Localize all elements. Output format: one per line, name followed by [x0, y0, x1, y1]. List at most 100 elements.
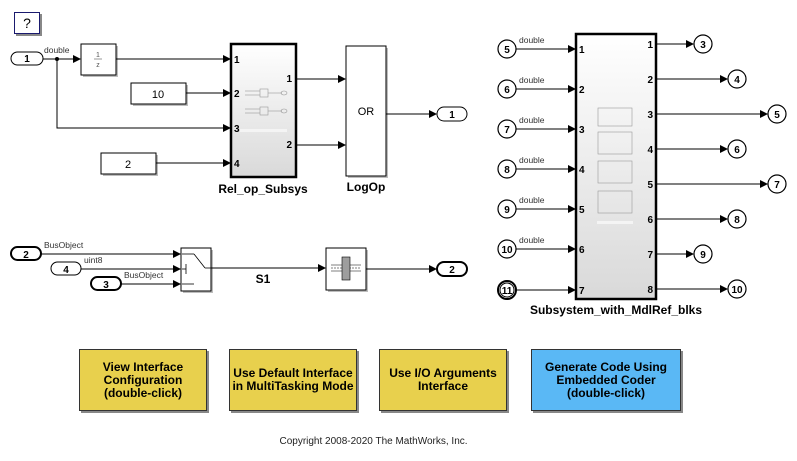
outport-label: 4 — [734, 75, 740, 86]
outport-5[interactable]: 5 — [767, 104, 787, 124]
inport-label: 5 — [504, 45, 510, 56]
outport-4[interactable]: 4 — [727, 69, 747, 89]
logop-block[interactable]: OR — [345, 45, 388, 178]
outport-label: 6 — [734, 145, 740, 156]
rel-op-in-4: 4 — [234, 159, 240, 170]
inport-label: 11 — [502, 286, 513, 297]
annotation-label: Use Default Interface in MultiTasking Mo… — [232, 366, 354, 393]
signal-label: double — [519, 35, 545, 45]
annotation-label: Use I/O Arguments Interface — [389, 366, 497, 393]
outport-label: 3 — [700, 40, 706, 51]
logop-operator: OR — [358, 106, 375, 118]
use-io-arguments-annotation[interactable]: Use I/O Arguments Interface — [379, 349, 507, 411]
signal-conversion-icon — [331, 256, 361, 281]
inport-8[interactable]: 8 — [497, 159, 517, 179]
mdlref-out-port-8: 8 — [647, 285, 653, 296]
inport-1[interactable]: 1 — [10, 51, 44, 66]
rel-op-subsys-name: Rel_op_Subsys — [218, 182, 308, 196]
outport-label: 10 — [731, 285, 743, 296]
outport-7[interactable]: 7 — [767, 174, 787, 194]
use-default-interface-annotation[interactable]: Use Default Interface in MultiTasking Mo… — [229, 349, 357, 411]
subsystem-thumbnail-icon — [245, 88, 288, 116]
annotation-label: Generate Code Using Embedded Coder (doub… — [544, 359, 668, 400]
constant-10-block[interactable]: 10 — [130, 82, 188, 106]
inport-4-label: 4 — [63, 265, 69, 276]
mdlref-in-port-4: 4 — [579, 165, 585, 176]
rel-op-out-2: 2 — [286, 140, 292, 151]
unit-delay-numerator: 1 — [96, 52, 100, 59]
mdlref-in-port-6: 6 — [579, 245, 585, 256]
signal-label-double: double — [44, 45, 70, 55]
inport-2[interactable]: 2 — [10, 246, 42, 261]
rel-op-out-1: 1 — [286, 74, 292, 85]
rel-op-in-2: 2 — [234, 89, 240, 100]
rel-op-subsys-block[interactable]: 1 2 3 4 1 2 — [229, 42, 298, 179]
inport-6[interactable]: 6 — [497, 79, 517, 99]
signal-label: double — [519, 115, 545, 125]
switch-block[interactable] — [180, 247, 213, 293]
inport-4[interactable]: 4 — [50, 261, 82, 276]
outport-3[interactable]: 3 — [693, 34, 713, 54]
unit-delay-block[interactable]: 1 z — [80, 43, 118, 77]
inport-label: 7 — [504, 125, 510, 136]
mdlref-out-port-3: 3 — [647, 110, 653, 121]
mdlref-out-port-5: 5 — [647, 180, 653, 191]
unit-delay-denominator: z — [96, 62, 100, 69]
outport-9[interactable]: 9 — [693, 244, 713, 264]
signal-label: double — [519, 235, 545, 245]
outport-1-label: 1 — [449, 110, 455, 121]
wire — [56, 59, 231, 132]
inport-label: 9 — [504, 205, 510, 216]
mdlref-out-port-6: 6 — [647, 215, 653, 226]
outport-1[interactable]: 1 — [436, 106, 468, 122]
inport-5[interactable]: 5 — [497, 39, 517, 59]
inport-label: 6 — [504, 85, 510, 96]
mdlref-out-port-4: 4 — [647, 145, 653, 156]
outport-2[interactable]: 2 — [436, 261, 468, 277]
signal-label-busobject-2: BusObject — [124, 270, 164, 280]
annotation-label: View Interface Configuration (double-cli… — [102, 359, 184, 400]
mdlref-in-port-3: 3 — [579, 125, 585, 136]
mdlref-out-port-2: 2 — [647, 75, 653, 86]
inport-3-label: 3 — [103, 280, 109, 291]
outport-10[interactable]: 10 — [727, 279, 747, 299]
view-interface-configuration-annotation[interactable]: View Interface Configuration (double-cli… — [79, 349, 207, 411]
mdlref-out-port-7: 7 — [647, 250, 653, 261]
outport-label: 8 — [734, 215, 740, 226]
constant-10-value: 10 — [152, 89, 164, 101]
mdlref-subsystem-name: Subsystem_with_MdlRef_blks — [530, 303, 702, 317]
switch-icon — [182, 253, 211, 285]
constant-2-value: 2 — [125, 159, 131, 171]
outport-label: 5 — [774, 110, 780, 121]
mdlref-in-port-7: 7 — [579, 286, 585, 297]
outport-label: 7 — [774, 180, 780, 191]
help-button[interactable]: ? — [14, 12, 40, 34]
logop-name: LogOp — [347, 180, 386, 194]
inport-9[interactable]: 9 — [497, 199, 517, 219]
inport-3[interactable]: 3 — [90, 276, 122, 291]
rel-op-in-3: 3 — [234, 124, 240, 135]
signal-conversion-block[interactable] — [325, 247, 368, 292]
inport-7[interactable]: 7 — [497, 119, 517, 139]
outport-6[interactable]: 6 — [727, 139, 747, 159]
outport-2-label: 2 — [449, 265, 455, 276]
signal-label: double — [519, 155, 545, 165]
constant-2-block[interactable]: 2 — [100, 152, 158, 176]
signal-label-uint8: uint8 — [84, 255, 103, 265]
inport-10[interactable]: 10 — [497, 239, 517, 259]
rel-op-in-1: 1 — [234, 55, 240, 66]
signal-label: double — [519, 75, 545, 85]
mdlref-out-port-1: 1 — [647, 40, 653, 51]
signal-name-s1: S1 — [256, 272, 271, 286]
inport-1-label: 1 — [24, 54, 30, 65]
generate-code-annotation[interactable]: Generate Code Using Embedded Coder (doub… — [531, 349, 681, 411]
copyright-text: Copyright 2008-2020 The MathWorks, Inc. — [279, 436, 468, 447]
help-label: ? — [23, 15, 31, 31]
inport-label: 10 — [501, 245, 513, 256]
signal-label-busobject: BusObject — [44, 240, 84, 250]
inport-11[interactable]: 11 — [497, 280, 517, 300]
signal-label: double — [519, 195, 545, 205]
outport-8[interactable]: 8 — [727, 209, 747, 229]
